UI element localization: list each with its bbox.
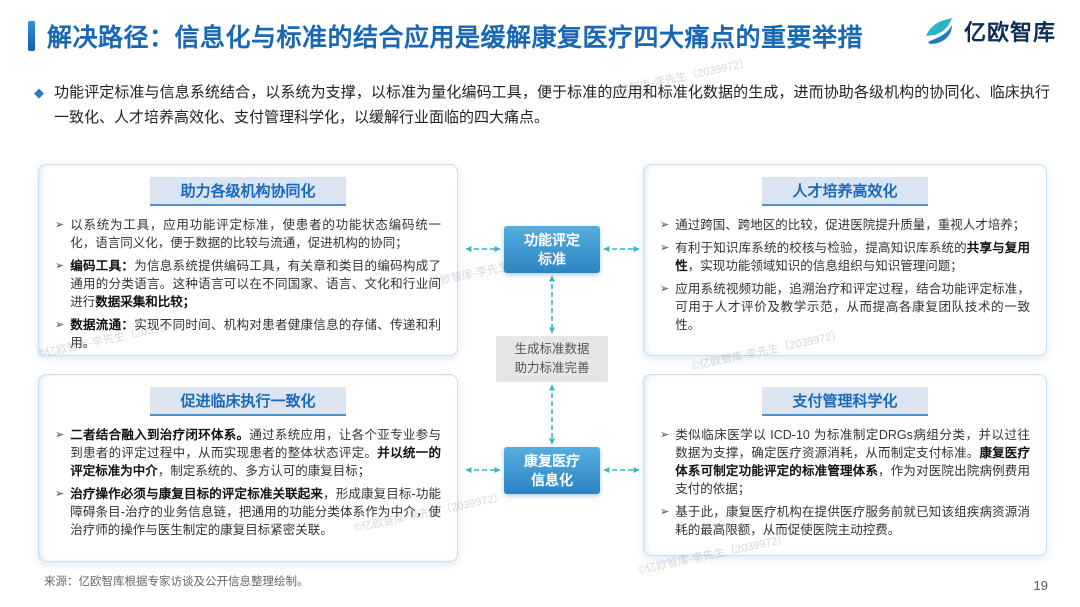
bullet-item: ➢ 有利于知识库系统的校核与检验，提高知识库系统的共享与复用性，实现功能领域知识的…: [660, 239, 1030, 275]
bullet-text: 以系统为工具，应用功能评定标准，使患者的功能状态编码统一化，语言同义化，便于数据…: [70, 218, 441, 250]
bullet-item: ➢ 通过跨国、跨地区的比较，促进医院提升质量，重视人才培养；: [660, 216, 1030, 234]
bullet-text: 基于此，康复医疗机构在提供医疗服务前就已知该组疾病资源消耗的最高限额，从而促使医…: [675, 505, 1030, 537]
diamond-bullet-icon: ◆: [34, 85, 44, 100]
source-note: 来源：亿欧智库根据专家访谈及公开信息整理绘制。: [44, 576, 309, 588]
bullet-text: 类似临床医学以 ICD-10 为标准制定DRGs病组分类，并以过往数据为支撑，确…: [675, 428, 1030, 496]
title-row: 解决路径：信息化与标准的结合应用是缓解康复医疗四大痛点的重要举措: [28, 18, 863, 54]
bullet-text: 二者结合融入到治疗闭环体系。通过系统应用，让各个亚专业参与到患者的评定过程中，从…: [70, 428, 441, 478]
panel-bullets: ➢ 类似临床医学以 ICD-10 为标准制定DRGs病组分类，并以过往数据为支撑，…: [660, 426, 1030, 539]
bullet-arrow-icon: ➢: [55, 488, 65, 500]
logo-icon: [925, 18, 952, 44]
panel-institution-collaboration: 助力各级机构协同化 ➢ 以系统为工具，应用功能评定标准，使患者的功能状态编码统一化…: [38, 164, 458, 356]
bullet-arrow-icon: ➢: [660, 429, 670, 441]
bullet-text: 通过跨国、跨地区的比较，促进医院提升质量，重视人才培养；: [675, 218, 1026, 232]
bullet-item: ➢ 数据流通：实现不同时间、机构对患者健康信息的存储、传递和利用。: [55, 316, 441, 352]
panel-clinical-consistency: 促进临床执行一致化 ➢ 二者结合融入到治疗闭环体系。通过系统应用，让各个亚专业参与…: [38, 374, 458, 562]
panel-bullets: ➢ 以系统为工具，应用功能评定标准，使患者的功能状态编码统一化，语言同义化，便于数…: [55, 216, 441, 352]
bullet-text: 编码工具：为信息系统提供编码工具，有关章和类目的编码构成了通用的分类语言。这种语…: [70, 259, 441, 309]
logo-text: 亿欧智库: [963, 20, 1056, 45]
intro-text: 功能评定标准与信息系统结合，以系统为支撑，以标准为量化编码工具，便于标准的应用和…: [54, 84, 1050, 126]
bullet-text: 有利于知识库系统的校核与检验，提高知识库系统的共享与复用性，实现功能领域知识的信…: [675, 241, 1030, 273]
bullet-arrow-icon: ➢: [55, 429, 65, 441]
bullet-arrow-icon: ➢: [660, 506, 670, 518]
title-accent-bar: [28, 21, 35, 51]
panel-bullets: ➢ 通过跨国、跨地区的比较，促进医院提升质量，重视人才培养； ➢ 有利于知识库系统的校…: [660, 216, 1030, 334]
bullet-arrow-icon: ➢: [660, 219, 670, 231]
bullet-text: 应用系统视频功能，追溯治疗和评定过程，结合功能评定标准，可用于人才评价及教学示范…: [675, 282, 1030, 332]
bullet-text: 治疗操作必须与康复目标的评定标准关联起来，形成康复目标-功能障碍条目-治疗的业务…: [70, 487, 441, 537]
bullet-arrow-icon: ➢: [55, 260, 65, 272]
bullet-item: ➢ 基于此，康复医疗机构在提供医疗服务前就已知该组疾病资源消耗的最高限额，从而促使…: [660, 503, 1030, 539]
bullet-text: 数据流通：实现不同时间、机构对患者健康信息的存储、传递和利用。: [70, 318, 441, 350]
function-standard-box: 功能评定 标准: [504, 226, 600, 273]
page-title: 解决路径：信息化与标准的结合应用是缓解康复医疗四大痛点的重要举措: [47, 24, 864, 52]
bullet-item: ➢ 以系统为工具，应用功能评定标准，使患者的功能状态编码统一化，语言同义化，便于数…: [55, 216, 441, 252]
brand-logo: 亿欧智库: [922, 14, 1056, 48]
panel-title: 支付管理科学化: [762, 387, 928, 416]
panel-title: 促进临床执行一致化: [150, 387, 346, 416]
bullet-item: ➢ 编码工具：为信息系统提供编码工具，有关章和类目的编码构成了通用的分类语言。这种…: [55, 257, 441, 311]
panel-talent-training: 人才培养高效化 ➢ 通过跨国、跨地区的比较，促进医院提升质量，重视人才培养； ➢ 有利…: [643, 164, 1047, 356]
bullet-arrow-icon: ➢: [660, 242, 670, 254]
panel-payment-management: 支付管理科学化 ➢ 类似临床医学以 ICD-10 为标准制定DRGs病组分类，并以…: [643, 374, 1047, 556]
rehab-informatization-box: 康复医疗 信息化: [504, 447, 600, 494]
bullet-arrow-icon: ➢: [660, 283, 670, 295]
bullet-arrow-icon: ➢: [55, 319, 65, 331]
bullet-arrow-icon: ➢: [55, 219, 65, 231]
panel-title: 人才培养高效化: [762, 177, 928, 206]
bullet-item: ➢ 治疗操作必须与康复目标的评定标准关联起来，形成康复目标-功能障碍条目-治疗的业…: [55, 485, 441, 539]
intro-paragraph: ◆ 功能评定标准与信息系统结合，以系统为支撑，以标准为量化编码工具，便于标准的应…: [34, 80, 1050, 130]
bullet-item: ➢ 应用系统视频功能，追溯治疗和评定过程，结合功能评定标准，可用于人才评价及教学示…: [660, 280, 1030, 334]
panel-title: 助力各级机构协同化: [150, 177, 346, 206]
panel-bullets: ➢ 二者结合融入到治疗闭环体系。通过系统应用，让各个亚专业参与到患者的评定过程中，…: [55, 426, 441, 539]
standard-data-note-box: 生成标准数据 助力标准完善: [496, 336, 608, 382]
page-number: 19: [1033, 578, 1048, 593]
bullet-item: ➢ 类似临床医学以 ICD-10 为标准制定DRGs病组分类，并以过往数据为支撑，…: [660, 426, 1030, 498]
bullet-item: ➢ 二者结合融入到治疗闭环体系。通过系统应用，让各个亚专业参与到患者的评定过程中，…: [55, 426, 441, 480]
